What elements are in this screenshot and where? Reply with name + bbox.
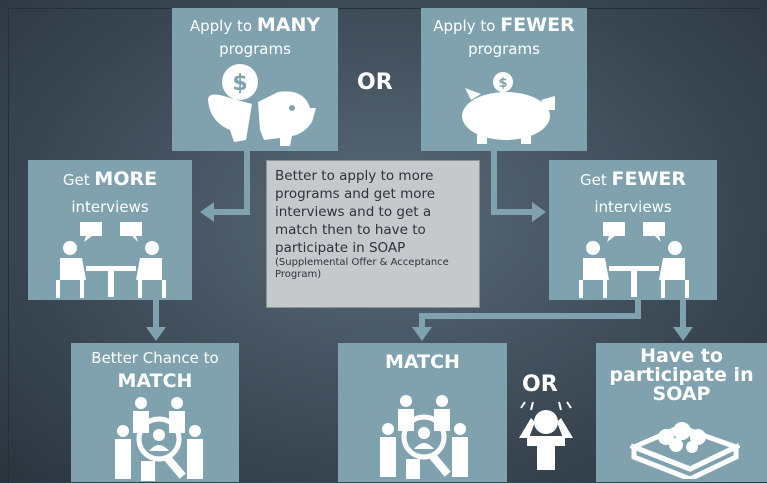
soap-box: Have to participate in SOAP bbox=[596, 343, 767, 482]
apply-many-box: Apply to MANY programs $ bbox=[172, 8, 338, 151]
better-chance-match: MATCH bbox=[117, 370, 193, 392]
soap-line3: SOAP bbox=[652, 383, 711, 405]
note-main-text: Better to apply to more programs and get… bbox=[275, 168, 436, 256]
arrowhead-down-match bbox=[412, 327, 432, 341]
get-more-prefix: Get bbox=[62, 171, 95, 189]
apply-fewer-programs: programs bbox=[468, 40, 540, 58]
svg-text:$: $ bbox=[498, 76, 507, 91]
soap-line1: Have to bbox=[640, 345, 723, 367]
get-more-interviews-label: interviews bbox=[71, 198, 149, 216]
svg-text:$: $ bbox=[232, 71, 247, 96]
apply-fewer-emph: FEWER bbox=[500, 14, 575, 36]
arrowhead-down-left bbox=[146, 327, 166, 341]
apply-many-programs: programs bbox=[219, 40, 291, 58]
slide-frame bbox=[8, 8, 760, 483]
arrowhead-down-soap bbox=[673, 327, 693, 341]
arrowhead-right bbox=[532, 202, 546, 222]
get-more-emph: MORE bbox=[94, 168, 158, 190]
piggy-bank-icon: $ bbox=[462, 72, 555, 144]
explanation-note: Better to apply to more programs and get… bbox=[266, 160, 480, 308]
interview-icon bbox=[56, 222, 166, 298]
note-soap-definition: (Supplemental Offer & Acceptance Program… bbox=[275, 257, 449, 280]
get-fewer-emph: FEWER bbox=[611, 168, 687, 190]
stressed-person-icon bbox=[519, 401, 573, 470]
arrow-fewer-to-fewer bbox=[491, 151, 535, 215]
better-chance-box: Better Chance to MATCH bbox=[71, 343, 239, 482]
arrow-many-to-more bbox=[210, 151, 250, 215]
or-bottom: OR bbox=[522, 372, 558, 397]
interview-icon bbox=[579, 222, 689, 298]
soap-line2: participate in bbox=[609, 364, 754, 386]
candidate-search-icon bbox=[115, 397, 203, 481]
apply-many-prefix: Apply to bbox=[189, 17, 257, 35]
get-fewer-interviews-label: interviews bbox=[594, 198, 672, 216]
apply-fewer-prefix: Apply to bbox=[433, 17, 501, 35]
or-top: OR bbox=[357, 70, 393, 95]
arrow-fewer-to-match bbox=[419, 300, 641, 330]
match-label: MATCH bbox=[385, 351, 460, 373]
get-fewer-prefix: Get bbox=[579, 171, 612, 189]
better-chance-label: Better Chance to bbox=[91, 349, 219, 367]
apply-fewer-box: Apply to FEWER programs $ bbox=[421, 8, 587, 151]
arrowhead-left bbox=[200, 202, 214, 222]
match-box: MATCH bbox=[338, 343, 507, 482]
apply-many-emph: MANY bbox=[256, 14, 321, 36]
get-more-interviews-box: Get MORE interviews bbox=[28, 160, 192, 300]
soap-bar-icon bbox=[630, 422, 740, 479]
candidate-search-icon bbox=[380, 395, 468, 479]
broken-piggy-bank-icon: $ bbox=[208, 64, 316, 146]
get-fewer-interviews-box: Get FEWER interviews bbox=[549, 160, 717, 300]
